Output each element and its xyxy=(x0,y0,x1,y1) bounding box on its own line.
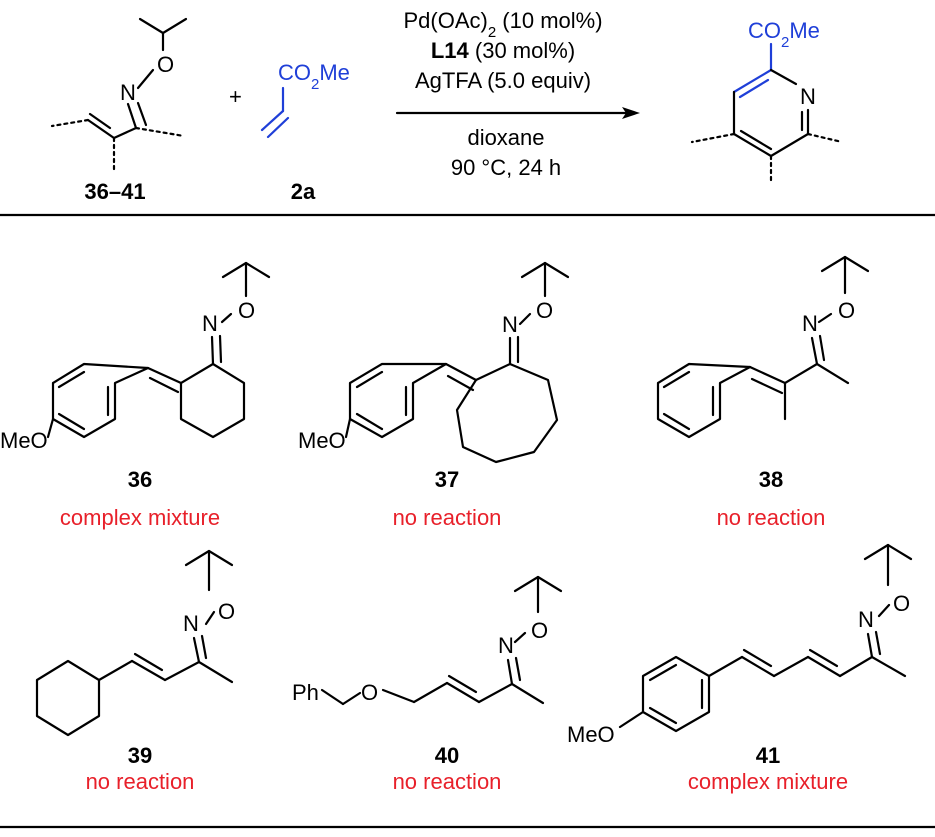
product-pyridine-structure: CO2Me N xyxy=(690,18,844,182)
compound-38-label: 38 xyxy=(759,467,783,492)
condition-line-2: L14 (30 mol%) xyxy=(431,38,575,63)
substrate-generic-structure: O N xyxy=(50,17,188,174)
condition-line-4: dioxane xyxy=(467,125,544,150)
compound-39-structure: O N xyxy=(35,549,235,737)
atom-N: N xyxy=(802,311,818,336)
compound-37-structure: O N MeO xyxy=(298,261,570,464)
compound-38-result: no reaction xyxy=(717,505,826,530)
methyl-acrylate-structure: CO2Me xyxy=(260,60,350,139)
methoxy-group: MeO xyxy=(298,428,346,453)
methoxy-group: MeO xyxy=(0,428,48,453)
compound-36-label: 36 xyxy=(128,467,152,492)
atom-O: O xyxy=(157,52,174,77)
reagent-label: 2a xyxy=(291,179,316,204)
atom-O: O xyxy=(893,591,910,616)
atom-O: O xyxy=(536,298,553,323)
plus-sign: + xyxy=(229,84,242,109)
compound-38-structure: O N xyxy=(656,255,870,439)
condition-line-3: AgTFA (5.0 equiv) xyxy=(415,68,591,93)
atom-N: N xyxy=(502,312,518,337)
compound-36-structure: O N MeO xyxy=(0,261,271,453)
phenyl-group: Ph xyxy=(292,680,319,705)
atom-O: O xyxy=(361,680,378,705)
methoxy-group: MeO xyxy=(567,722,615,747)
substrate-label: 36–41 xyxy=(84,179,145,204)
atom-N: N xyxy=(183,611,199,636)
compound-40-result: no reaction xyxy=(393,769,502,794)
compound-37-result: no reaction xyxy=(393,505,502,530)
atom-N: N xyxy=(120,80,136,105)
atom-O: O xyxy=(838,298,855,323)
compound-40-structure: O N O Ph xyxy=(292,575,563,706)
compound-37-label: 37 xyxy=(435,467,459,492)
atom-N: N xyxy=(202,311,218,336)
atom-O: O xyxy=(218,599,235,624)
compound-40-label: 40 xyxy=(435,743,459,768)
compound-36-result: complex mixture xyxy=(60,505,220,530)
atom-N: N xyxy=(800,84,816,109)
compound-41-result: complex mixture xyxy=(688,769,848,794)
product-ester-group: CO2Me xyxy=(748,18,820,51)
atom-N: N xyxy=(498,633,514,658)
condition-line-1: Pd(OAc)2 (10 mol%) xyxy=(403,8,602,41)
condition-line-5: 90 °C, 24 h xyxy=(451,155,561,180)
reaction-conditions: Pd(OAc)2 (10 mol%) L14 (30 mol%) AgTFA (… xyxy=(395,8,640,180)
compound-39-result: no reaction xyxy=(86,769,195,794)
compound-41-structure: O N MeO xyxy=(567,543,913,747)
atom-O: O xyxy=(238,298,255,323)
arrow-head xyxy=(622,107,640,119)
compound-39-label: 39 xyxy=(128,743,152,768)
atom-N: N xyxy=(858,607,874,632)
atom-O: O xyxy=(531,618,548,643)
compound-41-label: 41 xyxy=(756,743,780,768)
reagent-ester-group: CO2Me xyxy=(278,60,350,93)
